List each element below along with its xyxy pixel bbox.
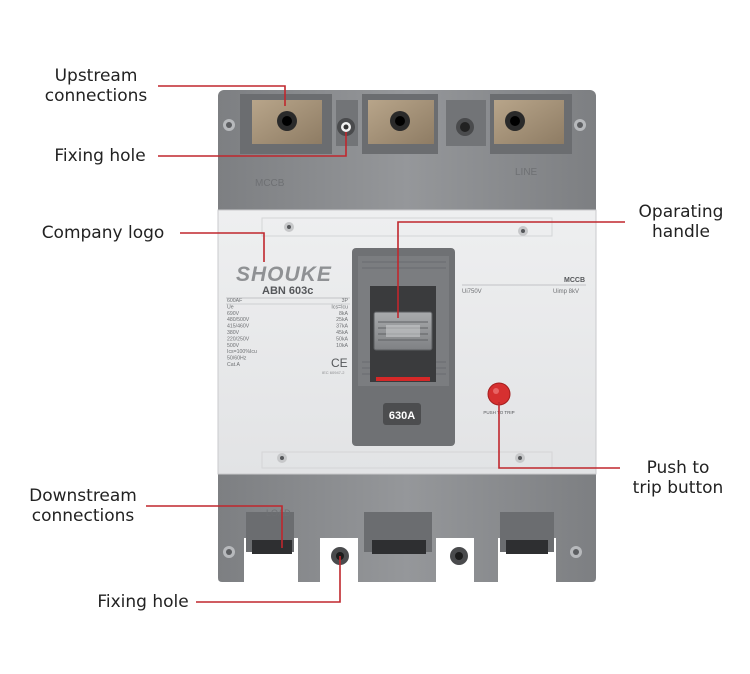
rating-badge: 630A [383,403,421,425]
top-mark-left: MCCB [255,178,285,189]
callout-upstream-line2: connections [44,86,148,106]
callout-fixing-hole-bottom: Fixing hole [97,592,189,612]
push-to-trip-button[interactable] [487,382,511,406]
current-rating: 630A [389,410,415,422]
top-corner-screws [223,119,586,131]
callout-upstream-line1: Upstream [54,66,138,86]
upstream-terminals [252,100,564,144]
leader-push [498,402,620,469]
spec-row-label: 480/500V [227,317,250,323]
callout-downstream-connections: Downstream connections [16,486,150,526]
spec-row-label: 690V [227,311,240,317]
upstream-terminal-1 [252,100,322,144]
bottom-mark: LOAD [266,508,291,518]
top-fixing-holes [337,118,474,136]
ui-rating: Ui750V [462,289,482,295]
spec-row-value: 45kA [336,330,348,336]
spec-table: 600AF 3P Ue Ics=Icu 690V 8kA 480/500V 25kA 415/4… [226,297,350,368]
callout-handle-line2: handle [652,222,710,242]
model-label: ABN 603c [262,285,313,297]
leader-lines [146,85,625,603]
bottom-housing [218,466,596,582]
spec-row-label: Ue [227,304,234,310]
upstream-terminal-2 [368,100,434,144]
spec-row-value: 37kA [336,324,348,330]
spec-row-label: 220/250V [227,336,250,342]
spec-row-value: 8kA [339,311,348,317]
bottom-corner-screws [223,546,582,558]
top-mark-right: LINE [515,167,538,178]
iec-mark: IEC 60947-2 [322,370,345,375]
uimp-rating: Uimp 8kV [553,289,579,295]
spec-row-value: 25kA [336,317,348,323]
callout-fixing-hole-top: Fixing hole [54,146,146,166]
spec-row-label: 500V [227,343,240,349]
company-logo: SHOUKE [236,263,332,286]
leader-fixing-top [158,132,347,157]
upstream-terminal-3 [494,100,564,144]
type-label: MCCB [564,277,585,284]
callout-downstream-line1: Downstream [29,486,137,506]
spec-row-value: 10kA [336,343,348,349]
spec-row-label: Cat.A [227,362,241,368]
spec-row-value: 50kA [336,336,348,342]
spec-row-value: 3P [342,298,349,304]
callout-company-logo: Company logo [41,223,165,243]
spec-row-value: Ics=Icu [331,304,348,310]
callout-handle-line1: Oparating [638,202,724,222]
spec-row-label: 50/60Hz [227,356,247,362]
leader-logo [180,232,265,262]
ce-mark: CE [331,356,348,370]
leader-handle [397,221,625,318]
callout-push-to-trip: Push to trip button [622,458,734,498]
callout-downstream-line2: connections [31,506,135,526]
operating-handle[interactable] [373,292,433,351]
spec-row-label: Ics=100%Icu [227,349,257,355]
leader-fixing-bottom [196,556,341,603]
callout-upstream-connections: Upstream connections [24,66,168,106]
spec-row-label: 600AF [227,298,242,304]
callout-push-line2: trip button [632,478,724,498]
spec-row-label: 415/460V [227,324,250,330]
leader-downstream [146,505,283,548]
leader-upstream [158,85,286,106]
spec-row-label: 380V [227,330,240,336]
callout-push-line1: Push to [646,458,710,478]
callout-operating-handle: Oparating handle [626,202,736,242]
